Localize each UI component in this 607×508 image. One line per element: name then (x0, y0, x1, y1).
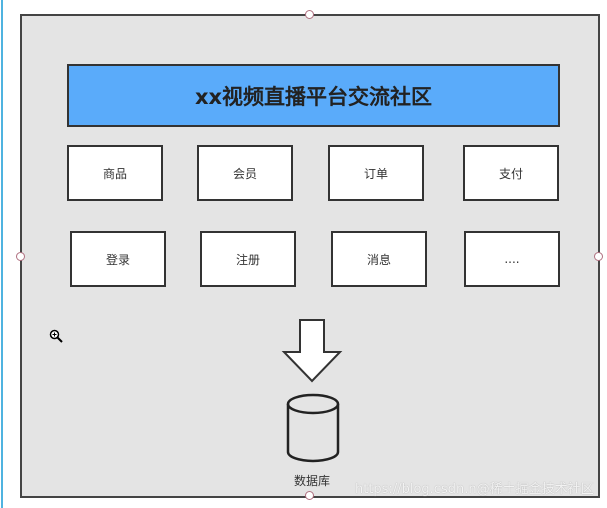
watermark: https://blog.csdn.n@稀土掘金技术社区 (355, 482, 594, 497)
module-box: 商品 (67, 145, 163, 201)
database-cylinder-icon (286, 393, 340, 463)
module-box: 支付 (463, 145, 559, 201)
database-label: 数据库 (293, 474, 330, 488)
resize-handle-left[interactable] (16, 252, 25, 261)
zoom-in-icon[interactable] (49, 329, 63, 347)
module-box: 注册 (200, 231, 296, 287)
left-guide-line (1, 0, 3, 508)
platform-title-banner: xx视频直播平台交流社区 (67, 64, 560, 127)
down-arrow-icon (281, 319, 343, 383)
resize-handle-right[interactable] (594, 252, 603, 261)
module-box: 消息 (331, 231, 427, 287)
module-box: 会员 (197, 145, 293, 201)
module-box: .... (464, 231, 560, 287)
module-box: 订单 (328, 145, 424, 201)
module-box: 登录 (70, 231, 166, 287)
resize-handle-top[interactable] (305, 10, 314, 19)
resize-handle-bottom[interactable] (305, 491, 314, 500)
